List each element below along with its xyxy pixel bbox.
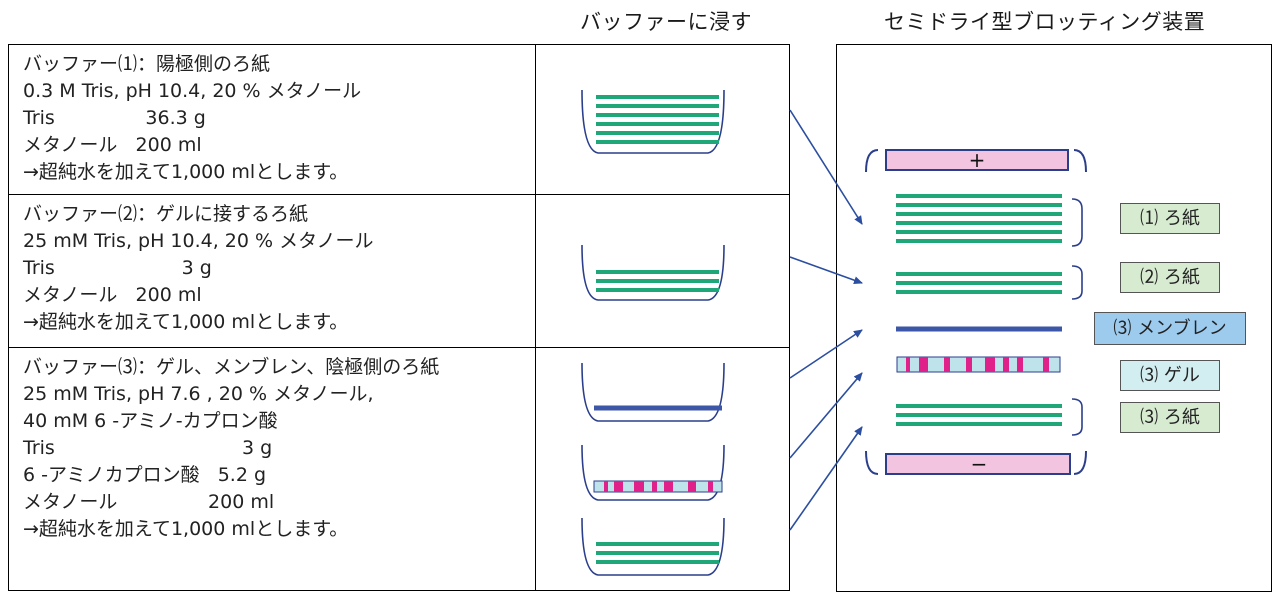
buffer2-composition: 25 mM Tris, pH 10.4, 20 % メタノール xyxy=(23,230,374,252)
buffer1-tris: Tris 36.3 g xyxy=(23,107,206,129)
stack-paper3 xyxy=(896,404,1062,426)
buffer3-instruction: →超純水を加えて1,000 mlとします。 xyxy=(23,518,349,540)
label-paper1: ⑴ ろ紙 xyxy=(1120,203,1220,234)
buffer1-composition: 0.3 M Tris, pH 10.4, 20 % メタノール xyxy=(23,80,362,102)
gel-sheet-tray xyxy=(593,480,723,493)
cathode-bracket-left xyxy=(865,450,879,475)
apparatus-header: セミドライ型ブロッティング装置 xyxy=(884,10,1206,34)
gel-band xyxy=(652,481,657,492)
buffer1-instruction: →超純水を加えて1,000 mlとします。 xyxy=(23,161,349,183)
gel-band xyxy=(966,357,972,372)
buffer1-methanol: メタノール 200 ml xyxy=(23,134,202,156)
buffer3-recipe-cell: バッファー⑶：ゲル、メンブレン、陰極側のろ紙 25 mM Tris, pH 7.… xyxy=(9,348,536,590)
label-paper2: ⑵ ろ紙 xyxy=(1120,262,1220,293)
buffer2-recipe: バッファー⑵：ゲルに接するろ紙 25 mM Tris, pH 10.4, 20 … xyxy=(23,201,374,336)
paper2-bracket xyxy=(1071,265,1083,300)
cathode-electrode xyxy=(865,450,1087,475)
anode-bracket-left xyxy=(865,149,879,173)
buffer2-title: バッファー⑵：ゲルに接するろ紙 xyxy=(23,203,309,225)
stack-paper1 xyxy=(896,194,1062,243)
buffer2-filter-papers xyxy=(596,270,719,292)
buffer1-filter-papers xyxy=(596,95,719,144)
buffer2-instruction: →超純水を加えて1,000 mlとします。 xyxy=(23,311,349,333)
gel-band xyxy=(634,481,644,492)
anode-symbol: + xyxy=(969,148,986,172)
anode-electrode xyxy=(865,149,1087,173)
gel-band xyxy=(614,481,623,492)
paper3-bracket xyxy=(1071,398,1083,436)
stack-paper2 xyxy=(896,272,1062,294)
label-paper3: ⑶ ろ紙 xyxy=(1120,402,1220,433)
row-divider xyxy=(9,347,789,348)
arrow-paper1 xyxy=(789,109,863,225)
buffer1-title: バッファー⑴：陽極側のろ紙 xyxy=(23,53,271,75)
arrow-gel xyxy=(789,372,863,459)
buffer2-tris: Tris 3 g xyxy=(23,257,212,279)
label-membrane: ⑶ メンブレン xyxy=(1094,312,1246,345)
gel-band xyxy=(688,481,696,492)
buffer3-aminocaproic: 40 mM 6 -アミノ-カプロン酸 xyxy=(23,410,278,432)
buffer2-tray xyxy=(581,244,725,301)
buffer3-methanol: メタノール 200 ml xyxy=(23,491,275,513)
gel-band xyxy=(919,357,928,372)
buffer3-title: バッファー⑶：ゲル、メンブレン、陰極側のろ紙 xyxy=(23,356,440,378)
anode-bracket-right xyxy=(1073,149,1087,173)
gel-band xyxy=(985,357,995,372)
gel-tray xyxy=(581,444,725,501)
anode-plate xyxy=(885,149,1069,171)
cathode-symbol: − xyxy=(971,452,988,476)
buffer1-recipe-cell: バッファー⑴：陽極側のろ紙 0.3 M Tris, pH 10.4, 20 % … xyxy=(9,45,536,195)
buffer3-tray xyxy=(581,517,725,576)
paper1-bracket xyxy=(1071,198,1083,247)
soak-header: バッファーに浸す xyxy=(580,10,752,34)
buffer3-recipe: バッファー⑶：ゲル、メンブレン、陰極側のろ紙 25 mM Tris, pH 7.… xyxy=(23,354,439,543)
gel-band xyxy=(944,357,950,372)
gel-band xyxy=(708,481,713,492)
buffer-table: バッファー⑴：陽極側のろ紙 0.3 M Tris, pH 10.4, 20 % … xyxy=(8,44,790,591)
buffer2-recipe-cell: バッファー⑵：ゲルに接するろ紙 25 mM Tris, pH 10.4, 20 … xyxy=(9,195,536,347)
row-divider xyxy=(9,194,789,195)
buffer3-tris: Tris 3 g xyxy=(23,437,273,459)
buffer3-aminocaproic-amount: 6 -アミノカプロン酸 5.2 g xyxy=(23,464,267,486)
buffer3-composition: 25 mM Tris, pH 7.6 , 20 % メタノール, xyxy=(23,383,374,405)
arrow-paper2 xyxy=(789,256,863,285)
buffer3-filter-papers xyxy=(596,542,719,564)
gel-band xyxy=(906,357,910,372)
buffer1-recipe: バッファー⑴：陽極側のろ紙 0.3 M Tris, pH 10.4, 20 % … xyxy=(23,51,361,186)
label-gel: ⑶ ゲル xyxy=(1120,360,1220,391)
cathode-plate xyxy=(885,453,1071,475)
gel-band xyxy=(604,481,608,492)
buffer2-methanol: メタノール 200 ml xyxy=(23,284,202,306)
apparatus-box xyxy=(836,44,1272,592)
gel-body xyxy=(593,480,723,493)
gel-band xyxy=(1003,357,1009,372)
membrane-tray xyxy=(581,362,725,422)
stack-gel xyxy=(896,356,1061,373)
arrow-paper3 xyxy=(789,426,863,531)
gel-band xyxy=(1017,357,1023,372)
transfer-arrows xyxy=(789,109,863,531)
buffer1-tray xyxy=(581,89,725,154)
gel-band xyxy=(1043,357,1049,372)
cathode-bracket-right xyxy=(1073,450,1087,475)
gel-band xyxy=(664,481,673,492)
arrow-membrane xyxy=(789,329,863,379)
